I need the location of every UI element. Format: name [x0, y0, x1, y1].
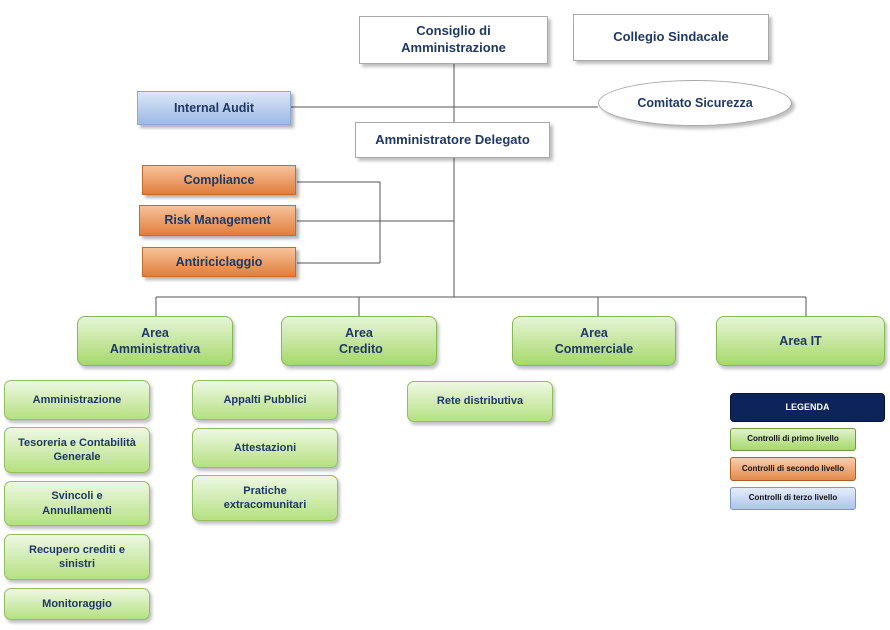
unit-label: Svincoli e Annullamenti	[42, 490, 112, 517]
area-amministrativa-label: Area Amministrativa	[109, 325, 201, 356]
risk-management-box[interactable]: Risk Management	[139, 205, 296, 236]
internal-audit-box[interactable]: Internal Audit	[137, 91, 291, 125]
unit-appalti-pubblici[interactable]: Appalti Pubblici	[192, 380, 338, 420]
legend-third-label: Controlli di terzo livello	[748, 493, 838, 503]
compliance-box[interactable]: Compliance	[142, 165, 296, 195]
antiriciclaggio-box[interactable]: Antiriciclaggio	[142, 247, 296, 277]
risk-management-label: Risk Management	[164, 213, 271, 228]
unit-label: Rete distributiva	[436, 395, 524, 408]
unit-label: Pratiche extracomunitari	[223, 484, 307, 511]
unit-monitoraggio[interactable]: Monitoraggio	[4, 588, 150, 620]
unit-pratiche-extracomunitari[interactable]: Pratiche extracomunitari	[192, 475, 338, 521]
ceo-box[interactable]: Amministratore Delegato	[355, 122, 550, 158]
auditors-box[interactable]: Collegio Sindacale	[573, 14, 769, 61]
legend-title: LEGENDA	[730, 393, 885, 422]
unit-label: Tesoreria e Contabilità Generale	[18, 436, 136, 463]
unit-label: Appalti Pubblici	[223, 393, 307, 406]
internal-audit-label: Internal Audit	[173, 100, 255, 115]
area-commerciale[interactable]: Area Commerciale	[512, 316, 676, 366]
legend-second-level: Controlli di secondo livello	[730, 457, 856, 481]
board-box[interactable]: Consiglio di Amministrazione	[359, 16, 548, 64]
antiriciclaggio-label: Antiriciclaggio	[175, 254, 263, 269]
area-credito[interactable]: Area Credito	[281, 316, 437, 366]
legend-third-level: Controlli di terzo livello	[730, 487, 856, 510]
unit-recupero-crediti[interactable]: Recupero crediti e sinistri	[4, 534, 150, 580]
unit-attestazioni[interactable]: Attestazioni	[192, 428, 338, 468]
unit-label: Amministrazione	[32, 393, 122, 406]
auditors-label: Collegio Sindacale	[613, 29, 729, 45]
unit-label: Recupero crediti e sinistri	[29, 543, 125, 570]
legend-second-label: Controlli di secondo livello	[741, 463, 845, 473]
legend-first-level: Controlli di primo livello	[730, 428, 856, 451]
legend-first-label: Controlli di primo livello	[747, 434, 839, 444]
unit-svincoli[interactable]: Svincoli e Annullamenti	[4, 481, 150, 526]
compliance-label: Compliance	[183, 172, 255, 187]
unit-tesoreria[interactable]: Tesoreria e Contabilità Generale	[4, 427, 150, 473]
ceo-label: Amministratore Delegato	[375, 131, 530, 147]
area-it-label: Area IT	[779, 333, 822, 348]
unit-rete-distributiva[interactable]: Rete distributiva	[407, 381, 553, 422]
board-label: Consiglio di Amministrazione	[401, 23, 506, 55]
area-it[interactable]: Area IT	[716, 316, 885, 366]
unit-label: Monitoraggio	[42, 597, 112, 610]
unit-amministrazione[interactable]: Amministrazione	[4, 380, 150, 420]
area-amministrativa[interactable]: Area Amministrativa	[77, 316, 233, 366]
unit-label: Attestazioni	[233, 441, 297, 454]
legend-title-label: LEGENDA	[785, 401, 830, 412]
area-credito-label: Area Credito	[339, 325, 383, 356]
area-commerciale-label: Area Commerciale	[554, 325, 634, 356]
security-committee-oval[interactable]: Comitato Sicurezza	[598, 80, 792, 126]
security-committee-label: Comitato Sicurezza	[637, 95, 753, 110]
